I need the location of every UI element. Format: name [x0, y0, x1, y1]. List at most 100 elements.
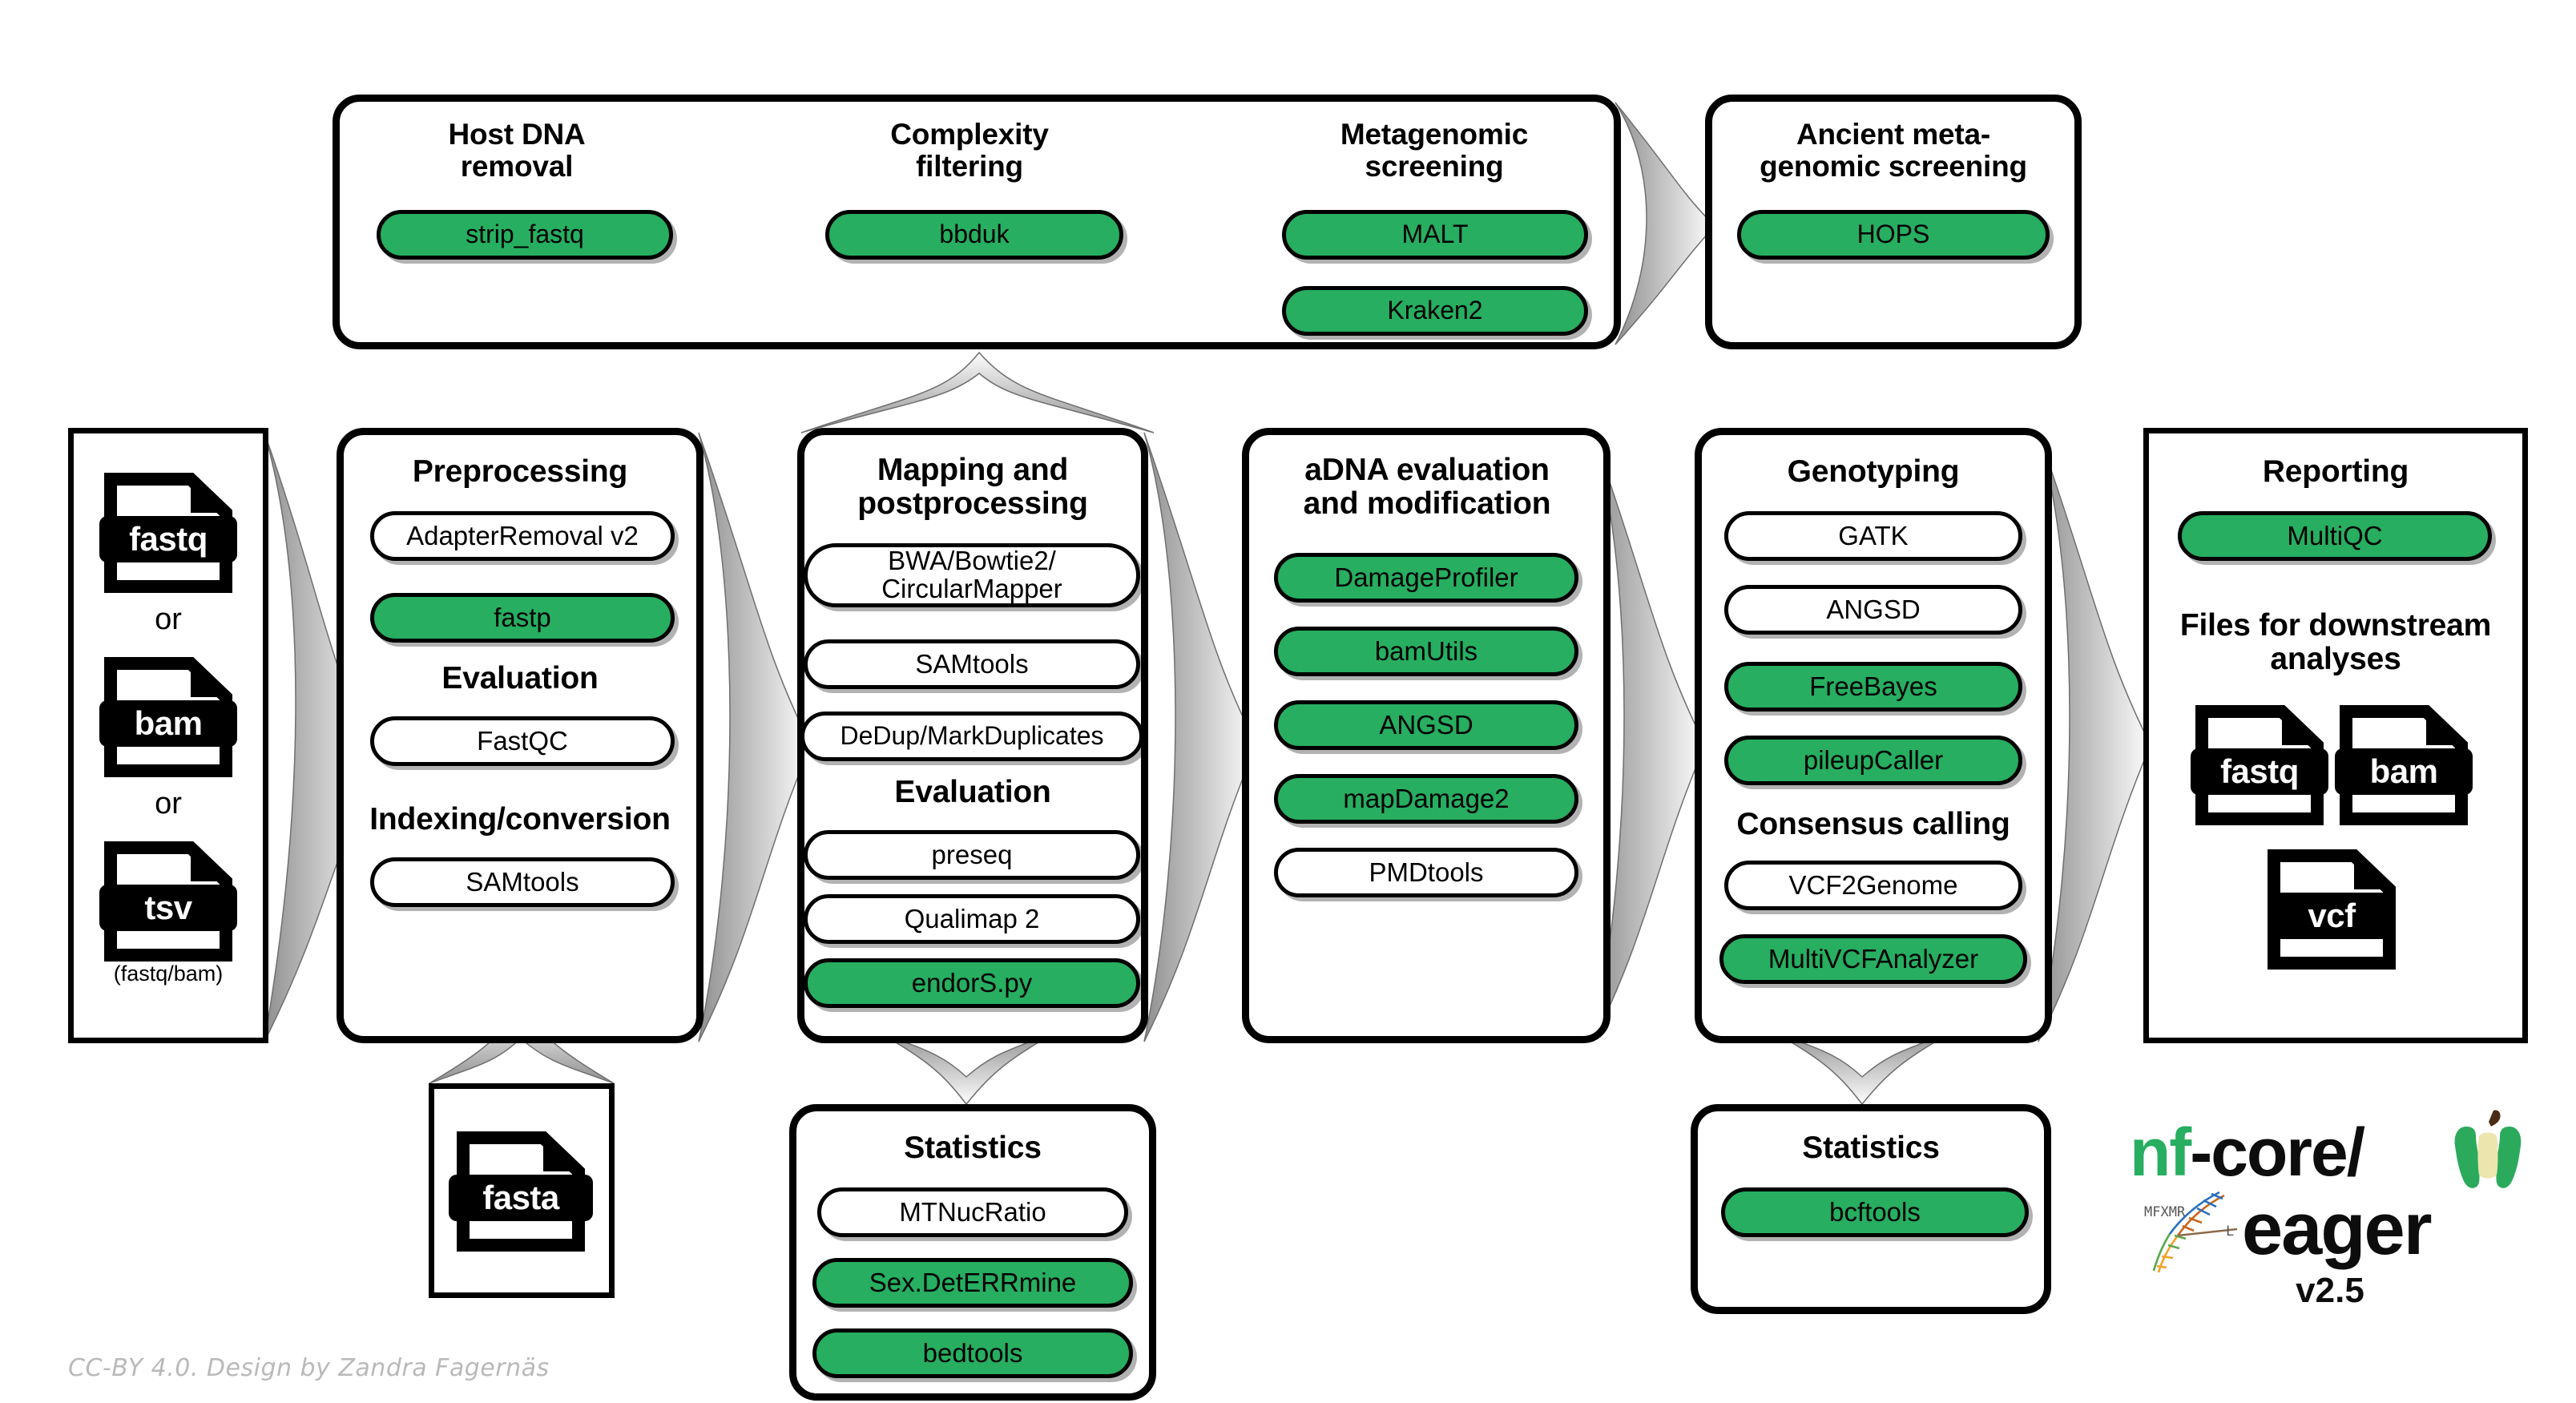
tool-pill-endors-py[interactable]: endorS.py: [804, 958, 1140, 1008]
tool-pill-hops[interactable]: HOPS: [1737, 210, 2050, 260]
tool-pill-multivcfanalyzer[interactable]: MultiVCFAnalyzer: [1719, 934, 2027, 984]
tool-label: preseq: [931, 839, 1013, 869]
tool-label: SAMtools: [466, 866, 579, 897]
file-icon-bam-output: bam: [2335, 705, 2473, 825]
tool-label: strip_fastq: [466, 220, 584, 249]
tool-pill-bcftools[interactable]: bcftools: [1721, 1187, 2029, 1237]
section-heading-preprocessing: Preprocessing: [412, 454, 628, 489]
arrow-genotyping-to-reporting: [2038, 432, 2151, 1042]
svg-text:MFXMR: MFXMR: [2144, 1204, 2186, 1220]
tool-label: Sex.DetERRmine: [869, 1267, 1077, 1297]
tool-pill-pmdtools[interactable]: PMDtools: [1274, 848, 1578, 897]
tool-label: ANGSD: [1379, 709, 1473, 740]
tool-pill-preseq[interactable]: preseq: [804, 830, 1140, 880]
file-icon-fastq-output: fastq: [2191, 705, 2328, 825]
tool-label: Kraken2: [1387, 296, 1483, 325]
tool-label: Qualimap 2: [904, 903, 1040, 933]
logo-nf: nf: [2130, 1115, 2191, 1190]
section-heading-statistics-mapping: Statistics: [904, 1131, 1042, 1165]
tool-pill-pileupcaller[interactable]: pileupCaller: [1724, 736, 2022, 785]
file-icon-fastq-input: fastq: [99, 473, 237, 593]
tool-label: AdapterRemoval v2: [406, 520, 639, 550]
file-icon-tsv-input: tsv: [99, 841, 237, 962]
tool-label: FreeBayes: [1809, 671, 1937, 701]
tool-pill-angsd-genotyping[interactable]: ANGSD: [1724, 585, 2022, 635]
section-heading-evaluation-mapping: Evaluation: [894, 775, 1051, 809]
file-ext-band: bam: [2335, 748, 2473, 795]
file-ext-band: tsv: [99, 885, 237, 931]
file-icon-bam-input: bam: [99, 657, 237, 777]
section-heading-statistics-genotyping: Statistics: [1802, 1131, 1940, 1165]
tool-label: MTNucRatio: [899, 1196, 1046, 1227]
arrow-mapping-to-adna: [1143, 432, 1257, 1042]
tool-pill-bbduk[interactable]: bbduk: [825, 210, 1123, 260]
tool-label: fastp: [494, 602, 551, 632]
arrow-input-to-preprocessing: [264, 432, 377, 1042]
file-icon-fasta-reference: fasta: [449, 1131, 593, 1252]
tool-label: HOPS: [1856, 220, 1930, 249]
tsv-caption: (fastq/bam): [113, 962, 224, 986]
tool-pill-bedtools[interactable]: bedtools: [812, 1328, 1133, 1378]
section-heading-consensus-calling: Consensus calling: [1736, 807, 2010, 841]
tool-pill-gatk[interactable]: GATK: [1724, 511, 2022, 561]
section-heading-genotyping: Genotyping: [1787, 454, 1960, 489]
tool-label: MultiVCFAnalyzer: [1768, 943, 1979, 974]
tool-pill-mapdamage2[interactable]: mapDamage2: [1274, 774, 1578, 824]
tool-pill-fastp[interactable]: fastp: [370, 593, 675, 643]
apple-core-icon: [2454, 1110, 2522, 1188]
or-label-2: or: [155, 787, 182, 820]
tool-label: SAMtools: [915, 648, 1029, 679]
tool-pill-angsd-adna[interactable]: ANGSD: [1274, 700, 1578, 750]
tool-label: DamageProfiler: [1334, 562, 1518, 592]
tool-pill-vcf2genome[interactable]: VCF2Genome: [1724, 861, 2022, 910]
tool-label: VCF2Genome: [1788, 869, 1958, 900]
tool-label: PMDtools: [1369, 857, 1484, 887]
tool-pill-freebayes[interactable]: FreeBayes: [1724, 662, 2022, 712]
credit-text: CC-BY 4.0. Design by Zandra Fagernäs: [68, 1354, 550, 1382]
arrow-preprocessing-to-mapping: [698, 432, 812, 1042]
tool-label: bamUtils: [1374, 635, 1478, 666]
file-ext-band: fastq: [2191, 748, 2328, 795]
tool-pill-malt[interactable]: MALT: [1282, 210, 1588, 260]
tool-pill-damageprofiler[interactable]: DamageProfiler: [1274, 553, 1578, 603]
dna-helix-icon: MFXMR L: [2144, 1191, 2238, 1273]
tool-label: DeDup/MarkDuplicates: [840, 721, 1104, 751]
tool-pill-fastqc[interactable]: FastQC: [370, 716, 675, 766]
tool-pill-strip-fastq[interactable]: strip_fastq: [377, 210, 673, 260]
tool-label: bedtools: [922, 1337, 1023, 1368]
tool-pill-bwa-bowtie2-circularmapper[interactable]: BWA/Bowtie2/CircularMapper: [804, 543, 1140, 607]
tool-pill-sex-deterrmine[interactable]: Sex.DetERRmine: [812, 1258, 1133, 1308]
tool-pill-mtnucratio[interactable]: MTNucRatio: [817, 1187, 1128, 1237]
tool-label: BWA/Bowtie2/CircularMapper: [881, 546, 1062, 603]
or-label-1: or: [155, 603, 182, 636]
tool-pill-bamutils[interactable]: bamUtils: [1274, 627, 1578, 676]
tool-pill-kraken2[interactable]: Kraken2: [1282, 286, 1588, 336]
tool-label: endorS.py: [911, 967, 1033, 998]
tool-pill-dedup-markduplicates[interactable]: DeDup/MarkDuplicates: [800, 712, 1143, 761]
file-ext-band: bam: [99, 700, 237, 747]
tool-label: bcftools: [1829, 1196, 1921, 1227]
file-ext-band: vcf: [2274, 893, 2389, 939]
tool-label: FastQC: [477, 725, 568, 756]
tool-pill-multiqc[interactable]: MultiQC: [2178, 511, 2492, 561]
section-heading-indexing-conversion: Indexing/conversion: [369, 802, 671, 837]
nf-core-eager-logo: nf-core/ eager: [2115, 1110, 2532, 1314]
section-heading-evaluation-preprocessing: Evaluation: [441, 661, 599, 695]
section-heading-reporting: Reporting: [2262, 454, 2409, 489]
arrow-mapping-to-screening: [800, 351, 1155, 433]
file-icon-vcf-output: vcf: [2268, 849, 2396, 970]
tool-pill-qualimap-2[interactable]: Qualimap 2: [804, 894, 1140, 944]
tool-pill-samtools-preprocessing[interactable]: SAMtools: [370, 857, 675, 907]
tool-pill-adapterremoval-v2[interactable]: AdapterRemoval v2: [370, 511, 675, 561]
tool-pill-samtools-mapping[interactable]: SAMtools: [804, 639, 1140, 689]
group-heading-ancient-metagenomic-screening: Ancient meta-genomic screening: [1760, 118, 2027, 183]
tool-label: MultiQC: [2287, 520, 2383, 550]
arrow-adna-to-genotyping: [1592, 432, 1706, 1042]
